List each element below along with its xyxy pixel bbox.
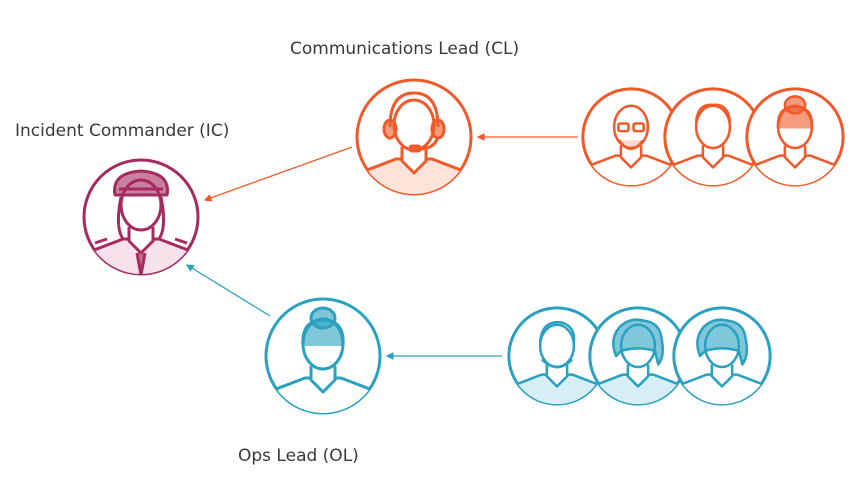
ol-team-member-1-avatar <box>507 306 607 406</box>
cl-team-member-3-avatar <box>745 87 845 187</box>
ol-team-member-2-avatar <box>588 306 688 406</box>
ops-lead-label: Ops Lead (OL) <box>238 446 359 466</box>
incident-commander-avatar <box>82 158 200 276</box>
ol-team-member-3-avatar <box>672 306 772 406</box>
arrow-ol-to-ic <box>185 264 271 317</box>
ops-lead-avatar <box>264 297 382 415</box>
cl-team-member-2-avatar <box>663 87 763 187</box>
arrow-cl-to-ic <box>203 146 353 202</box>
communications-lead-label: Communications Lead (CL) <box>290 39 520 59</box>
cl-team-member-1-avatar <box>581 87 681 187</box>
communications-lead-avatar <box>355 78 473 196</box>
incident-commander-label: Incident Commander (IC) <box>15 121 230 141</box>
